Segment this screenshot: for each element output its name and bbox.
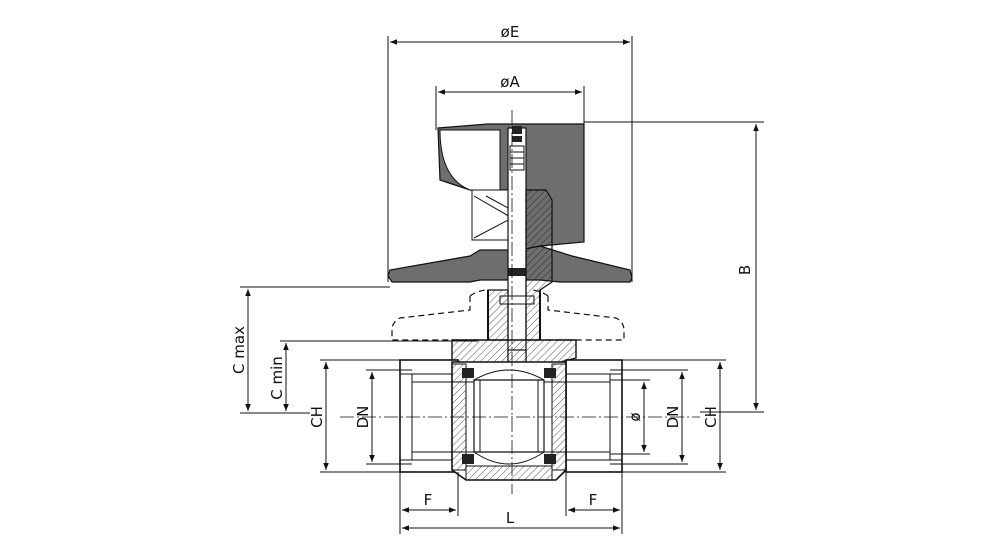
- dim-c-min: C min: [268, 340, 478, 411]
- label-b: B: [736, 265, 754, 275]
- label-dn-right: DN: [664, 406, 682, 429]
- label-f-left: F: [424, 491, 433, 509]
- label-dn-left: DN: [354, 406, 372, 429]
- dim-dia-e: øE: [387, 23, 633, 282]
- dim-ch-right: CH: [622, 359, 726, 473]
- dim-dia-bore: ø: [610, 379, 650, 455]
- valve-body: [399, 339, 623, 481]
- dim-f-right: F: [565, 472, 623, 534]
- label-dia-bore: ø: [626, 412, 644, 421]
- dim-l: L: [402, 509, 620, 531]
- label-ch-right: CH: [702, 406, 720, 428]
- label-c-min: C min: [268, 356, 286, 400]
- label-l: L: [506, 509, 515, 527]
- dim-b: B: [584, 121, 764, 413]
- label-ch-left: CH: [308, 406, 326, 428]
- handle-wing-lower-dashed: [391, 289, 625, 341]
- label-dia-a: øA: [500, 73, 520, 91]
- label-f-right: F: [589, 491, 598, 509]
- label-c-max: C max: [230, 326, 248, 374]
- label-dia-e: øE: [501, 23, 520, 41]
- dim-c-max: C max: [230, 286, 390, 414]
- dim-dia-a: øA: [435, 73, 585, 130]
- dim-dn-right: DN: [610, 369, 688, 465]
- dim-f-left: F: [399, 472, 459, 534]
- center-lines: [340, 110, 700, 494]
- dim-dn-left: DN: [354, 369, 412, 465]
- dim-ch-left: CH: [308, 359, 400, 473]
